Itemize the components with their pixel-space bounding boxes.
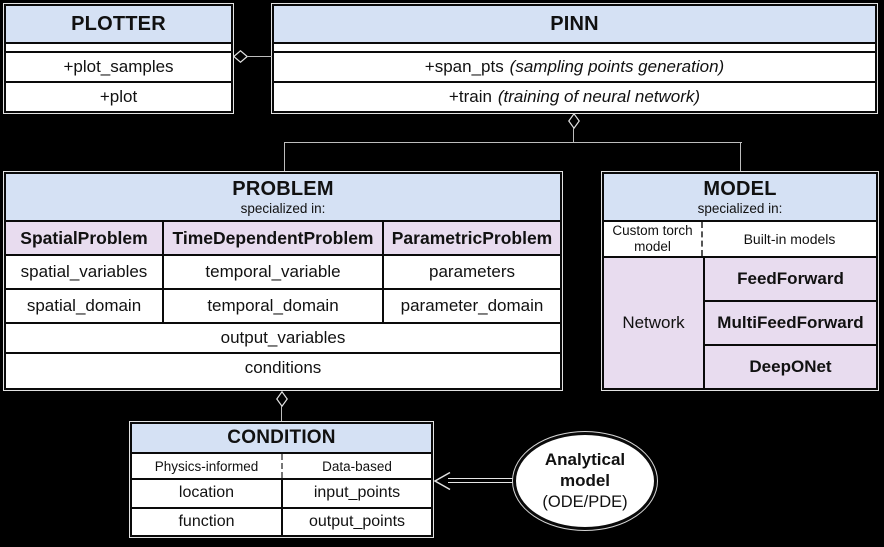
condition-header: CONDITION bbox=[132, 424, 431, 454]
model-subtitle: specialized in: bbox=[697, 200, 783, 216]
problem-header: PROBLEM specialized in: bbox=[6, 174, 560, 222]
spatial-variables-cell: spatial_variables bbox=[6, 256, 162, 290]
output-points-cell: output_points bbox=[308, 512, 406, 530]
output-variables-cell: output_variables bbox=[220, 328, 346, 347]
spatial-domain-cell: spatial_domain bbox=[6, 290, 162, 324]
link-problem-condition bbox=[281, 406, 282, 422]
aggregation-diamond-pinn bbox=[568, 113, 580, 129]
pinn-method-span-pts-name: +span_pts bbox=[424, 57, 504, 76]
network-cell: Network bbox=[604, 258, 705, 388]
plotter-title: PLOTTER bbox=[71, 12, 166, 35]
problem-class-box: PROBLEM specialized in: SpatialProblem T… bbox=[4, 172, 562, 390]
analytical-model-ellipse: Analytical model (ODE/PDE) bbox=[513, 432, 657, 530]
condition-attr-row-1: location input_points bbox=[132, 480, 431, 507]
pinn-method-train-note: (training of neural network) bbox=[497, 87, 701, 106]
custom-torch-line2: model bbox=[634, 239, 671, 254]
pinn-method-train-name: +train bbox=[448, 87, 492, 106]
temporal-domain-cell: temporal_domain bbox=[162, 290, 382, 324]
pinn-method-train: +train (training of neural network) bbox=[274, 81, 875, 111]
link-branch-to-model bbox=[740, 142, 741, 172]
multifeedforward-cell: MultiFeedForward bbox=[705, 300, 876, 344]
model-title: MODEL bbox=[703, 178, 777, 201]
custom-torch-line1: Custom torch bbox=[612, 223, 693, 239]
builtin-models-list: FeedForward MultiFeedForward DeepONet bbox=[705, 258, 876, 388]
time-dependent-problem-header: TimeDependentProblem bbox=[162, 222, 382, 256]
link-analytical-condition bbox=[448, 478, 513, 483]
physics-informed-header: Physics-informed bbox=[132, 454, 283, 478]
link-branch-horizontal bbox=[284, 142, 742, 143]
pinn-title: PINN bbox=[550, 12, 599, 35]
condition-category-row: Physics-informed Data-based bbox=[132, 454, 431, 480]
plotter-header: PLOTTER bbox=[6, 6, 231, 44]
pinn-header: PINN bbox=[274, 6, 875, 44]
conditions-cell: conditions bbox=[6, 352, 560, 382]
plotter-class-box: PLOTTER +plot_samples +plot bbox=[4, 4, 233, 113]
model-body: Network FeedForward MultiFeedForward Dee… bbox=[604, 258, 876, 388]
problem-attr-row-2: spatial_domain temporal_domain parameter… bbox=[6, 290, 560, 324]
aggregation-diamond-plotter bbox=[233, 50, 248, 63]
model-header: MODEL specialized in: bbox=[604, 174, 876, 222]
feedforward-cell: FeedForward bbox=[705, 258, 876, 300]
plotter-method-plot-samples: +plot_samples bbox=[6, 53, 231, 81]
pinn-class-box: PINN +span_pts (sampling points generati… bbox=[272, 4, 877, 113]
temporal-variable-cell: temporal_variable bbox=[162, 256, 382, 290]
plotter-empty-compartment bbox=[6, 44, 231, 53]
open-arrowhead-icon bbox=[433, 471, 451, 491]
problem-title: PROBLEM bbox=[232, 178, 334, 201]
pinn-method-span-pts: +span_pts (sampling points generation) bbox=[274, 53, 875, 81]
spatial-problem-header: SpatialProblem bbox=[6, 222, 162, 256]
custom-torch-model-header: Custom torch model bbox=[604, 222, 703, 256]
problem-subtitle: specialized in: bbox=[240, 200, 326, 216]
link-plotter-pinn bbox=[247, 56, 272, 57]
condition-attr-row-2: function output_points bbox=[132, 506, 431, 535]
pinn-method-span-pts-note: (sampling points generation) bbox=[509, 57, 725, 76]
deeponet-cell: DeepONet bbox=[705, 344, 876, 388]
plotter-method-plot: +plot bbox=[6, 81, 231, 111]
model-class-box: MODEL specialized in: Custom torch model… bbox=[602, 172, 878, 390]
model-category-row: Custom torch model Built-in models bbox=[604, 222, 876, 258]
analytical-model-line2: model bbox=[559, 470, 611, 490]
analytical-model-line1: Analytical bbox=[544, 450, 626, 470]
location-cell: location bbox=[132, 480, 283, 507]
link-pinn-stem bbox=[573, 128, 574, 142]
input-points-cell: input_points bbox=[313, 484, 401, 502]
analytical-model-line3: (ODE/PDE) bbox=[542, 492, 628, 511]
link-branch-to-problem bbox=[284, 142, 285, 172]
built-in-models-header: Built-in models bbox=[743, 231, 836, 247]
aggregation-diamond-problem bbox=[276, 391, 288, 407]
function-cell: function bbox=[132, 508, 283, 535]
parameter-domain-cell: parameter_domain bbox=[382, 290, 560, 324]
problem-attr-row-1: spatial_variables temporal_variable para… bbox=[6, 256, 560, 290]
condition-title: CONDITION bbox=[227, 427, 336, 449]
data-based-header: Data-based bbox=[322, 458, 392, 474]
parameters-cell: parameters bbox=[382, 256, 560, 290]
pinn-empty-compartment bbox=[274, 44, 875, 53]
condition-class-box: CONDITION Physics-informed Data-based lo… bbox=[130, 422, 433, 537]
problem-subclass-headers: SpatialProblem TimeDependentProblem Para… bbox=[6, 222, 560, 256]
parametric-problem-header: ParametricProblem bbox=[382, 222, 560, 256]
